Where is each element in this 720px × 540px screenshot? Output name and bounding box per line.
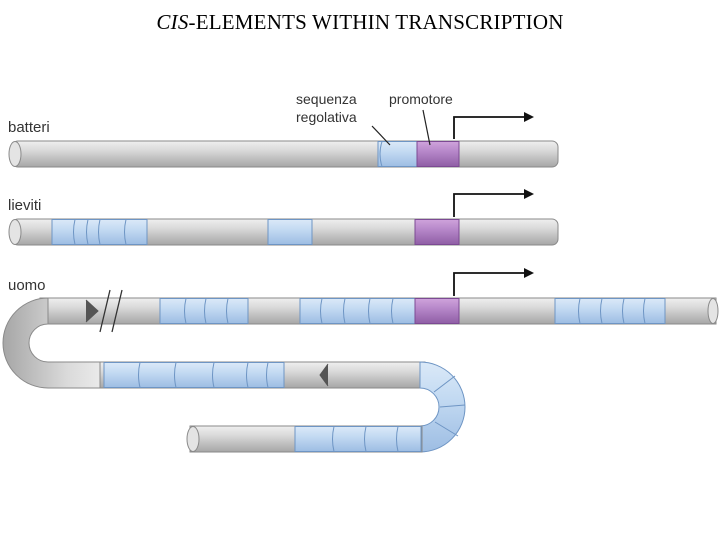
label-yeast: lieviti: [8, 197, 41, 214]
bacteria-dna-tube: [11, 140, 559, 168]
human-cluster-5-dividers: [332, 426, 399, 452]
human-promoter: [414, 298, 460, 324]
human-tube-end-right: [707, 298, 719, 324]
human-break-mark-top: [85, 299, 99, 323]
yeast-transcription-start-arrow: [453, 189, 534, 217]
label-human: uomo: [8, 277, 46, 294]
human-regulatory-cluster-4: [103, 362, 285, 388]
human-regulatory-cluster-5: [294, 426, 422, 452]
label-bacteria: batteri: [8, 119, 50, 136]
promoter-pointer-line: [422, 109, 431, 146]
bacteria-regulatory-sequence: [377, 141, 418, 167]
title-italic: CIS: [156, 10, 189, 34]
bacteria-regulatory-edge: [379, 141, 383, 167]
bacteria-tube-end: [8, 141, 22, 167]
yeast-regulatory-sequence: [267, 219, 313, 245]
human-cluster-4-dividers: [138, 362, 269, 388]
label-promoter: promotore: [389, 91, 453, 107]
regulatory-pointer-line: [371, 125, 391, 146]
human-cluster-3-dividers: [578, 298, 646, 324]
human-regulatory-cluster-2: [299, 298, 416, 324]
slide-title: CIS-ELEMENTS WITHIN TRANSCRIPTION: [0, 10, 720, 35]
title-rest: -ELEMENTS WITHIN TRANSCRIPTION: [188, 10, 564, 34]
human-break-mark-middle: [319, 363, 329, 387]
yeast-row: lieviti: [8, 189, 559, 246]
yeast-promoter: [414, 219, 460, 245]
label-regulatory-line1: sequenza: [296, 91, 357, 107]
bacteria-promoter: [416, 141, 460, 167]
human-break-slash-2: [111, 289, 123, 333]
label-regulatory-line2: regolativa: [296, 109, 357, 125]
bacteria-row: batteri sequenza regolativa promotore: [8, 91, 559, 168]
human-cluster-2-dividers: [320, 298, 394, 324]
human-transcription-start-arrow: [453, 268, 534, 296]
human-bend-dividers: [433, 375, 466, 437]
human-row: uomo: [2, 268, 719, 453]
human-dna-left-bend: [2, 297, 111, 389]
human-cluster-1-dividers: [184, 298, 229, 324]
human-tube-end: [186, 426, 200, 452]
human-break-slash-1: [99, 289, 111, 333]
human-regulatory-cluster-3: [554, 298, 666, 324]
yeast-tube-end: [8, 219, 22, 245]
bacteria-transcription-start-arrow: [453, 112, 534, 139]
yeast-regulatory-dividers: [73, 219, 127, 245]
